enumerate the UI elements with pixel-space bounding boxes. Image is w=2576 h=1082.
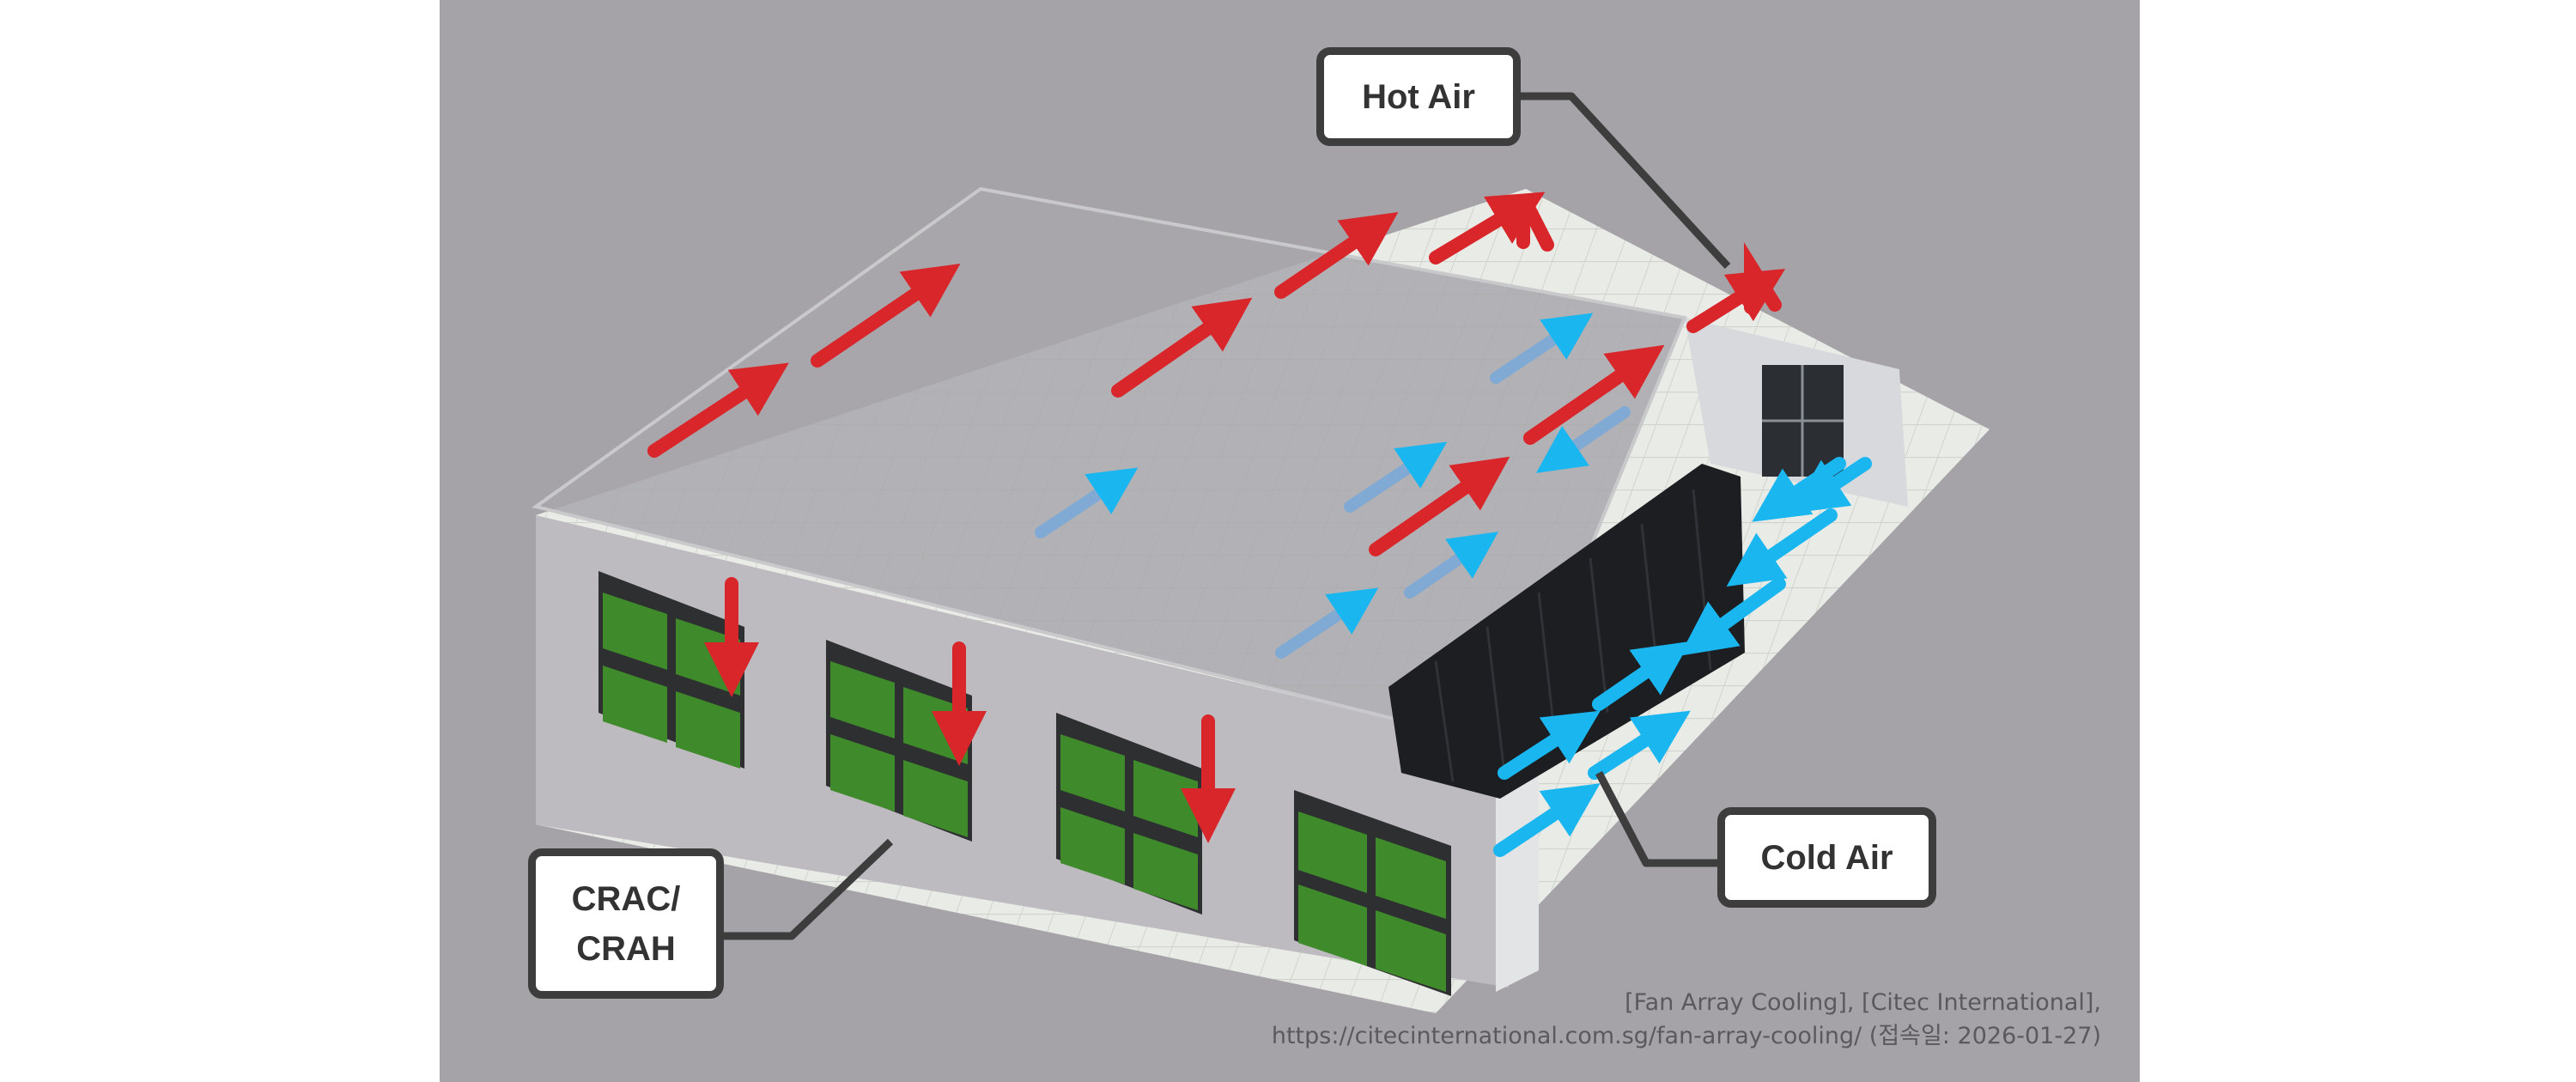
leader-line-hot-air (1520, 92, 1731, 270)
cold-air-arrow (1592, 641, 1691, 711)
hot-air-arrow (811, 264, 961, 368)
front-partition-wall (536, 515, 1509, 988)
hot-air-arrow (647, 362, 789, 458)
cold-air-arrow (1790, 457, 1872, 514)
cold-air-arrow (1498, 710, 1601, 780)
cold-air-arrow (1035, 467, 1139, 538)
crac-unit-4 (1294, 790, 1451, 996)
crac-unit-1 (598, 571, 744, 769)
cold-air-arrow (1490, 313, 1594, 384)
cold-air-arrow (1535, 406, 1631, 473)
hot-air-arrow (1523, 344, 1665, 445)
source-citation-line1: [Fan Array Cooling], [Citec Internationa… (1625, 989, 2101, 1016)
crac-label-line2: CRAH (576, 929, 676, 968)
crac-unit-2 (826, 640, 972, 842)
cold-air-label: Cold Air (1717, 807, 1936, 908)
diagram-canvas: Hot Air Cold Air CRAC/ CRAH [Fan Array C… (440, 0, 2140, 1082)
cold-air-arrow (1404, 532, 1499, 599)
hot-air-arrow (1274, 211, 1399, 299)
hot-air-label-text: Hot Air (1362, 77, 1475, 116)
cold-air-arrow (1726, 508, 1838, 587)
source-citation-line2: https://citecinternational.com.sg/fan-ar… (1271, 1023, 2101, 1049)
source-citation: [Fan Array Cooling], [Citec Internationa… (1272, 986, 2101, 1053)
cold-air-arrow (1493, 783, 1601, 857)
hot-air-label: Hot Air (1316, 47, 1521, 146)
leader-line-cold-air (1595, 770, 1719, 867)
cold-air-label-text: Cold Air (1760, 838, 1893, 877)
cold-air-arrow (1588, 710, 1691, 780)
hot-air-arrow (1429, 191, 1546, 264)
crac-crah-label: CRAC/ CRAH (528, 848, 724, 999)
crac-unit-3 (1056, 713, 1202, 915)
hot-air-arrow (1744, 242, 1782, 314)
leader-line-crac (723, 838, 894, 940)
cold-air-arrow (1344, 441, 1448, 513)
data-center-illustration (532, 92, 1990, 1013)
cold-air-arrow (1752, 457, 1846, 522)
cold-air-arrow (1275, 587, 1379, 659)
hot-air-arrow (1369, 456, 1510, 556)
hot-air-arrow (1516, 194, 1554, 252)
server-rack-row (1388, 464, 1745, 799)
cold-air-arrow (1680, 577, 1786, 656)
crac-label-line1: CRAC/ (571, 879, 681, 918)
hot-air-arrow (1111, 297, 1253, 398)
